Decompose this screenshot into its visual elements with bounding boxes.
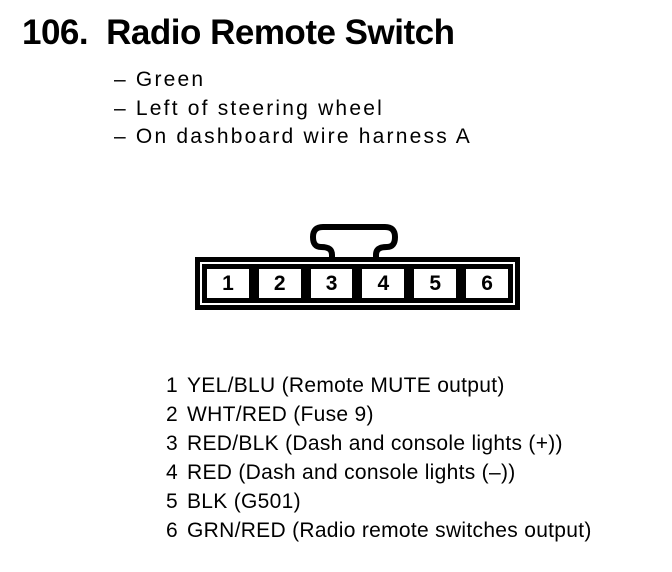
- pin-legend-row: 2 WHT/RED (Fuse 9): [165, 400, 592, 429]
- pin-number: 6: [481, 272, 493, 295]
- pin-legend-number: 3: [166, 432, 178, 455]
- pin-legend-desc: WHT/RED (Fuse 9): [187, 403, 374, 426]
- note-location: – Left of steering wheel: [114, 96, 384, 120]
- page-title: 106. Radio Remote Switch: [22, 12, 455, 54]
- pin-legend-desc: YEL/BLU (Remote MUTE output): [187, 374, 505, 397]
- connector-pin-2: 2: [253, 264, 306, 303]
- pin-legend-row: 3 RED/BLK (Dash and console lights (+)): [165, 429, 592, 458]
- pin-legend-row: 5 BLK (G501): [165, 487, 592, 516]
- pin-number: 1: [222, 272, 234, 295]
- pin-number: 4: [377, 272, 390, 295]
- connector-pin-3: 3: [305, 264, 358, 303]
- connector-pin-1: 1: [202, 264, 254, 303]
- pin-legend-desc: RED (Dash and console lights (–)): [187, 461, 516, 484]
- note-harness: – On dashboard wire harness A: [114, 125, 472, 148]
- pin-legend-number: 5: [166, 490, 178, 513]
- connector-pin-6: 6: [461, 264, 513, 303]
- pin-legend-number: 1: [166, 374, 178, 397]
- pin-legend-number: 4: [166, 461, 178, 484]
- item-number: 106.: [22, 13, 89, 52]
- note-color: – Green: [114, 68, 206, 91]
- connector-pin-4: 4: [357, 264, 410, 303]
- pin-legend-desc: BLK (G501): [187, 490, 301, 513]
- pin-legend-number: 2: [166, 403, 178, 426]
- connector-notes: – Green – Left of steering wheel – On da…: [114, 66, 472, 152]
- pin-legend-row: 4 RED (Dash and console lights (–)): [165, 458, 592, 487]
- pin-number: 3: [325, 272, 338, 295]
- pin-legend-number: 6: [166, 519, 178, 542]
- pin-legend-row: 6 GRN/RED (Radio remote switches output): [165, 516, 592, 545]
- pin-number: 5: [429, 272, 442, 295]
- pin-number: 2: [273, 272, 286, 295]
- connector-pin-5: 5: [409, 264, 462, 303]
- pin-legend-desc: RED/BLK (Dash and console lights (+)): [187, 432, 563, 455]
- item-title: Radio Remote Switch: [106, 13, 455, 52]
- connector-diagram: 1 2 3 4 5 6: [195, 257, 520, 310]
- pin-legend: 1 YEL/BLU (Remote MUTE output) 2 WHT/RED…: [165, 371, 592, 545]
- pin-legend-desc: GRN/RED (Radio remote switches output): [187, 519, 592, 542]
- pin-legend-row: 1 YEL/BLU (Remote MUTE output): [165, 371, 592, 400]
